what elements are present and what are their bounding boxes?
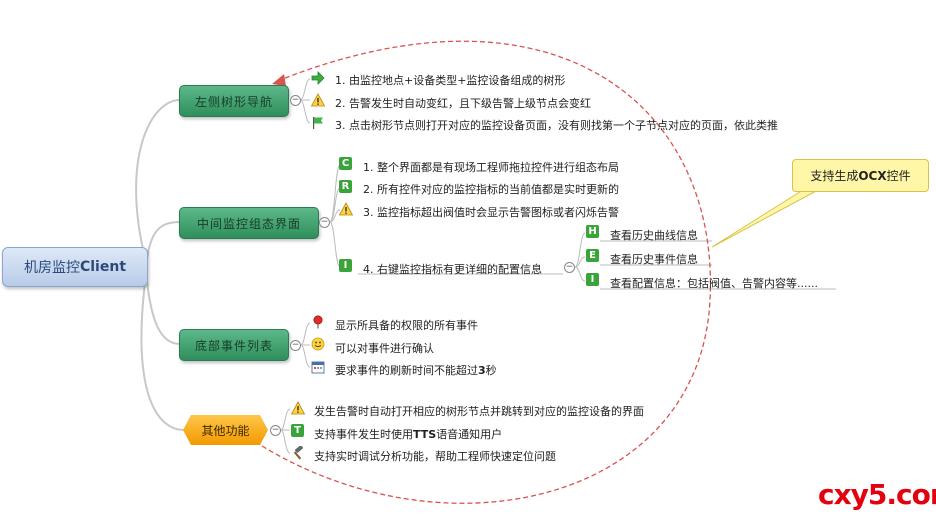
arrow-right-icon bbox=[311, 71, 325, 85]
config-item-1: 1. 整个界面都是有现场工程师拖拉控件进行组态布局 bbox=[363, 161, 619, 174]
branch-label: 其他功能 bbox=[201, 423, 250, 438]
tree-nav-item-1: 1. 由监控地点+设备类型+监控设备组成的树形 bbox=[335, 74, 566, 87]
branch-label: 左侧树形导航 bbox=[194, 94, 273, 109]
other-item-1: 发生告警时自动打开相应的树形节点并跳转到对应的监控设备的界面 bbox=[314, 405, 644, 418]
h-icon: H bbox=[586, 225, 599, 238]
calendar-icon bbox=[311, 361, 325, 374]
event-item-3-text: 要求事件的刷新时间不能超过 bbox=[335, 364, 478, 377]
callout-text-suffix: 控件 bbox=[886, 169, 911, 183]
config-item-2: 2. 所有控件对应的监控指标的当前值都是实时更新的 bbox=[363, 183, 619, 196]
branch-event-list[interactable]: 底部事件列表 bbox=[179, 329, 289, 361]
collapse-toggle[interactable]: − bbox=[319, 217, 330, 228]
root-label-bold: Client bbox=[79, 259, 127, 275]
event-item-2: 可以对事件进行确认 bbox=[335, 342, 434, 355]
watermark: cxy5.com bbox=[818, 478, 936, 511]
i-icon: I bbox=[339, 259, 352, 272]
sub-item-history-curve: 查看历史曲线信息 bbox=[610, 229, 698, 242]
warning-icon bbox=[311, 93, 325, 107]
i-icon: I bbox=[586, 273, 599, 286]
warning-icon bbox=[291, 401, 305, 415]
branch-label: 中间监控组态界面 bbox=[196, 216, 301, 231]
branch-other-functions[interactable]: 其他功能 bbox=[183, 415, 268, 445]
sub-item-history-event: 查看历史事件信息 bbox=[610, 253, 698, 266]
other-item-2-text: 支持事件发生时使用 bbox=[314, 428, 413, 441]
callout-text: 支持生成 bbox=[810, 169, 859, 183]
other-item-2-bold: TTS bbox=[413, 428, 437, 441]
other-item-2-suffix: 语音通知用户 bbox=[436, 428, 503, 441]
branch-center-config[interactable]: 中间监控组态界面 bbox=[179, 207, 319, 239]
e-icon: E bbox=[586, 249, 599, 262]
collapse-toggle[interactable]: − bbox=[564, 262, 575, 273]
tree-nav-item-3: 3. 点击树形节点则打开对应的监控设备页面，没有则找第一个子节点对应的页面，依此… bbox=[335, 119, 778, 132]
other-item-3: 支持实时调试分析功能，帮助工程师快速定位问题 bbox=[314, 450, 556, 463]
event-item-3-bold: 3 bbox=[478, 364, 486, 377]
pushpin-icon bbox=[313, 315, 323, 329]
c-icon: C bbox=[339, 157, 352, 170]
other-item-2: 支持事件发生时使用TTS语音通知用户 bbox=[314, 426, 502, 442]
warning-icon bbox=[339, 202, 353, 216]
t-icon: T bbox=[291, 424, 304, 437]
collapse-toggle[interactable]: − bbox=[290, 340, 301, 351]
branch-tree-nav[interactable]: 左侧树形导航 bbox=[179, 85, 289, 117]
r-icon: R bbox=[339, 180, 352, 193]
root-label: 机房监控 bbox=[23, 260, 80, 276]
config-item-4: 4. 右键监控指标有更详细的配置信息 bbox=[363, 263, 542, 276]
config-item-3: 3. 监控指标超出阀值时会显示告警图标或者闪烁告警 bbox=[363, 206, 619, 219]
event-item-3-suffix: 秒 bbox=[485, 364, 497, 377]
smiley-icon bbox=[311, 337, 325, 351]
hammer-icon bbox=[293, 446, 304, 460]
branch-label: 底部事件列表 bbox=[194, 338, 273, 353]
event-item-3: 要求事件的刷新时间不能超过3秒 bbox=[335, 362, 497, 378]
flag-icon bbox=[313, 117, 323, 129]
event-item-1: 显示所具备的权限的所有事件 bbox=[335, 319, 478, 332]
sub-item-config-info: 查看配置信息：包括阀值、告警内容等...... bbox=[610, 277, 818, 290]
collapse-toggle[interactable]: − bbox=[270, 425, 281, 436]
tree-nav-item-2: 2. 告警发生时自动变红，且下级告警上级节点会变红 bbox=[335, 97, 591, 110]
collapse-toggle[interactable]: − bbox=[290, 95, 301, 106]
callout-text-bold: OCX bbox=[858, 168, 887, 183]
